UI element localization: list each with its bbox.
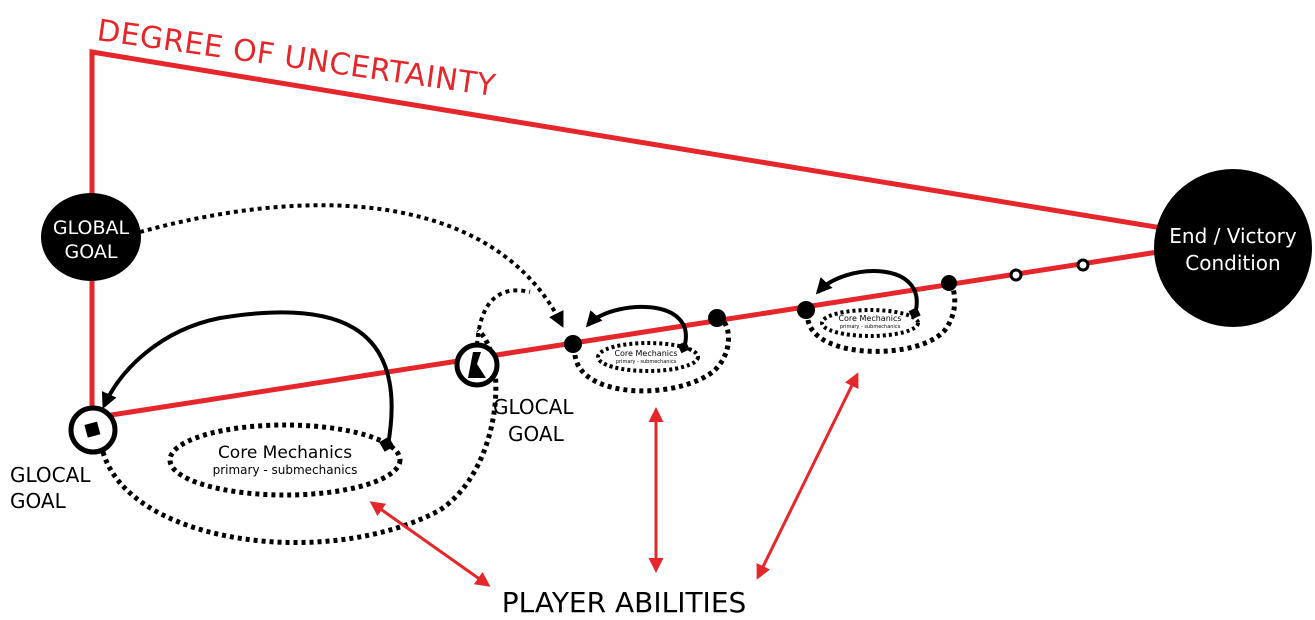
glocal-goal-1-line1: GLOCAL (10, 463, 91, 487)
glocal-goal-1-line2: GOAL (10, 489, 67, 513)
stage1-solid-arrow (101, 310, 394, 446)
global-goal-line1: GLOBAL (53, 217, 130, 239)
core-mechanics-large: Core Mechanics primary - submechanics (167, 422, 403, 498)
stage3-arrow-tail (677, 341, 690, 354)
glocal-goal-2-node (454, 342, 500, 388)
core-mechanics-small: Core Mechanics primary - submechanics (820, 308, 920, 338)
end-condition-line2: Condition (1185, 251, 1280, 275)
glocal-goal-2-line1: GLOCAL (493, 395, 574, 419)
stage4-end-node (941, 275, 957, 291)
global-goal-line2: GOAL (65, 241, 118, 263)
end-condition-node: End / Victory Condition (1154, 169, 1312, 327)
core-mechanics-large-title: Core Mechanics (218, 443, 352, 463)
ability-arrow-1 (369, 501, 491, 587)
stage1-arrow-tail (379, 436, 395, 452)
stage3-dotted-loop (572, 315, 731, 394)
stage2-dotted-arc (475, 288, 531, 346)
core-mechanics-large-sub: primary - submechanics (213, 463, 358, 477)
glocal-goal-2-line2: GOAL (508, 422, 565, 446)
stage3-solid-arrow (585, 304, 688, 349)
ability-arrow-3 (756, 372, 859, 580)
core-mechanics-mid-sub: primary - submechanics (616, 359, 677, 365)
stage4-solid-arrow (815, 269, 919, 315)
stage4-node (797, 301, 815, 319)
global-to-stage-dotted-arrow (139, 203, 564, 328)
future-node-1 (1009, 268, 1023, 282)
end-condition-line1: End / Victory (1169, 224, 1297, 248)
stage3-node (564, 335, 582, 353)
core-mechanics-small-title: Core Mechanics (838, 314, 901, 323)
stage3-end-node (708, 309, 726, 327)
player-abilities-label: PLAYER ABILITIES (502, 586, 747, 619)
global-goal-node: GLOBAL GOAL (41, 193, 141, 281)
core-mechanics-small-sub: primary - submechanics (840, 324, 901, 330)
core-mechanics-mid-title: Core Mechanics (614, 349, 677, 358)
stage4-arrow-tail (908, 307, 921, 320)
glocal-goal-1-node (68, 405, 118, 455)
future-node-2 (1076, 258, 1090, 272)
uncertainty-label: DEGREE OF UNCERTAINTY (95, 13, 498, 104)
core-mechanics-mid: Core Mechanics primary - submechanics (596, 341, 700, 373)
